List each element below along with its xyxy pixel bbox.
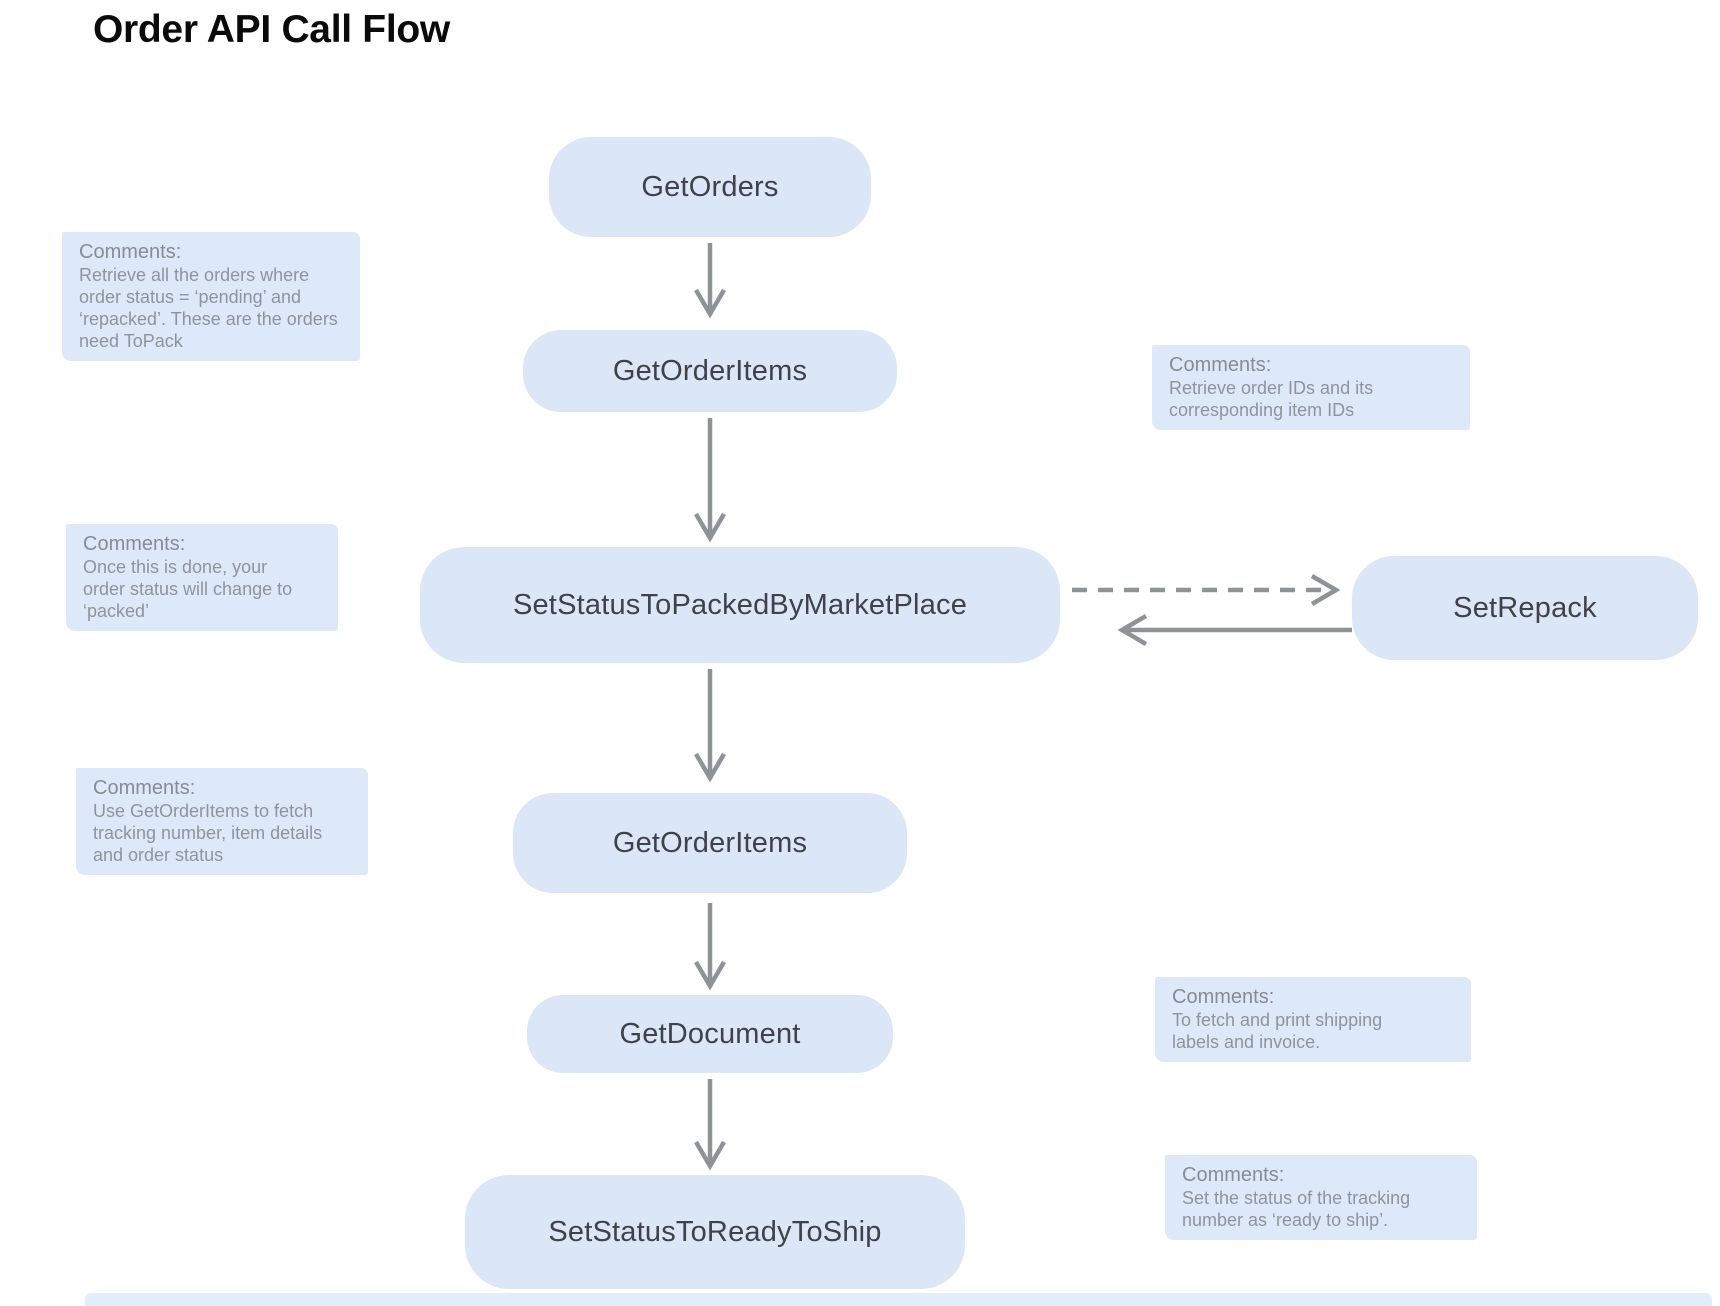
comment-box-set-ready-to-ship: Comments: Set the status of the tracking… xyxy=(1165,1155,1477,1240)
page-title: Order API Call Flow xyxy=(93,8,450,51)
flow-node-label: GetOrderItems xyxy=(612,826,808,859)
comment-heading: Comments: xyxy=(79,241,182,263)
comment-heading: Comments: xyxy=(1169,354,1272,376)
flow-node-get-orders: GetOrders xyxy=(549,137,871,237)
comment-body: Use GetOrderItems to fetch tracking numb… xyxy=(93,801,323,865)
arrow-get-order-items-to-get-document xyxy=(694,903,726,991)
flow-node-get-document: GetDocument xyxy=(527,995,893,1073)
flow-node-set-repack: SetRepack xyxy=(1352,556,1698,660)
arrow-set-status-packed-to-get-order-items xyxy=(694,669,726,783)
comment-heading: Comments: xyxy=(1182,1164,1285,1186)
comment-body: Retrieve all the orders where order stat… xyxy=(79,265,338,351)
flow-node-label: GetOrderItems xyxy=(612,354,808,387)
flow-node-label: SetStatusToReadyToShip xyxy=(548,1215,882,1248)
flow-node-label: GetOrders xyxy=(641,170,779,203)
comment-box-fetch-tracking-details: Comments: Use GetOrderItems to fetch tra… xyxy=(76,768,368,875)
arrow-get-orders-to-get-order-items xyxy=(694,243,726,319)
arrow-dashed-set-status-packed-to-set-repack xyxy=(1072,574,1341,606)
comment-heading: Comments: xyxy=(83,533,186,555)
flow-node-label: SetStatusToPackedByMarketPlace xyxy=(512,588,968,621)
comment-heading: Comments: xyxy=(93,777,196,799)
flow-node-set-status-to-packed-by-marketplace: SetStatusToPackedByMarketPlace xyxy=(420,547,1060,663)
arrow-set-repack-to-set-status-packed xyxy=(1117,614,1352,646)
comment-box-retrieve-pending-orders: Comments: Retrieve all the orders where … xyxy=(62,232,360,361)
arrow-get-order-items-to-set-status-packed xyxy=(694,418,726,543)
comment-body: Retrieve order IDs and its corresponding… xyxy=(1169,378,1374,420)
flow-node-set-status-to-ready-to-ship: SetStatusToReadyToShip xyxy=(465,1175,965,1289)
comment-body: Once this is done, your order status wil… xyxy=(83,557,293,621)
arrow-get-document-to-set-status-ready xyxy=(694,1079,726,1171)
comment-box-retrieve-order-ids: Comments: Retrieve order IDs and its cor… xyxy=(1152,345,1470,430)
comment-body: To fetch and print shipping labels and i… xyxy=(1172,1010,1383,1052)
flow-node-label: GetDocument xyxy=(619,1017,801,1050)
flow-node-get-order-items-2: GetOrderItems xyxy=(513,793,907,893)
flow-node-label: SetRepack xyxy=(1453,591,1597,624)
comment-box-print-shipping-labels: Comments: To fetch and print shipping la… xyxy=(1155,977,1471,1062)
comment-heading: Comments: xyxy=(1172,986,1275,1008)
flow-node-get-order-items-1: GetOrderItems xyxy=(523,330,897,412)
comment-box-status-will-change-to-packed: Comments: Once this is done, your order … xyxy=(66,524,338,631)
bottom-edge-strip xyxy=(85,1293,1712,1306)
comment-body: Set the status of the tracking number as… xyxy=(1182,1188,1411,1230)
